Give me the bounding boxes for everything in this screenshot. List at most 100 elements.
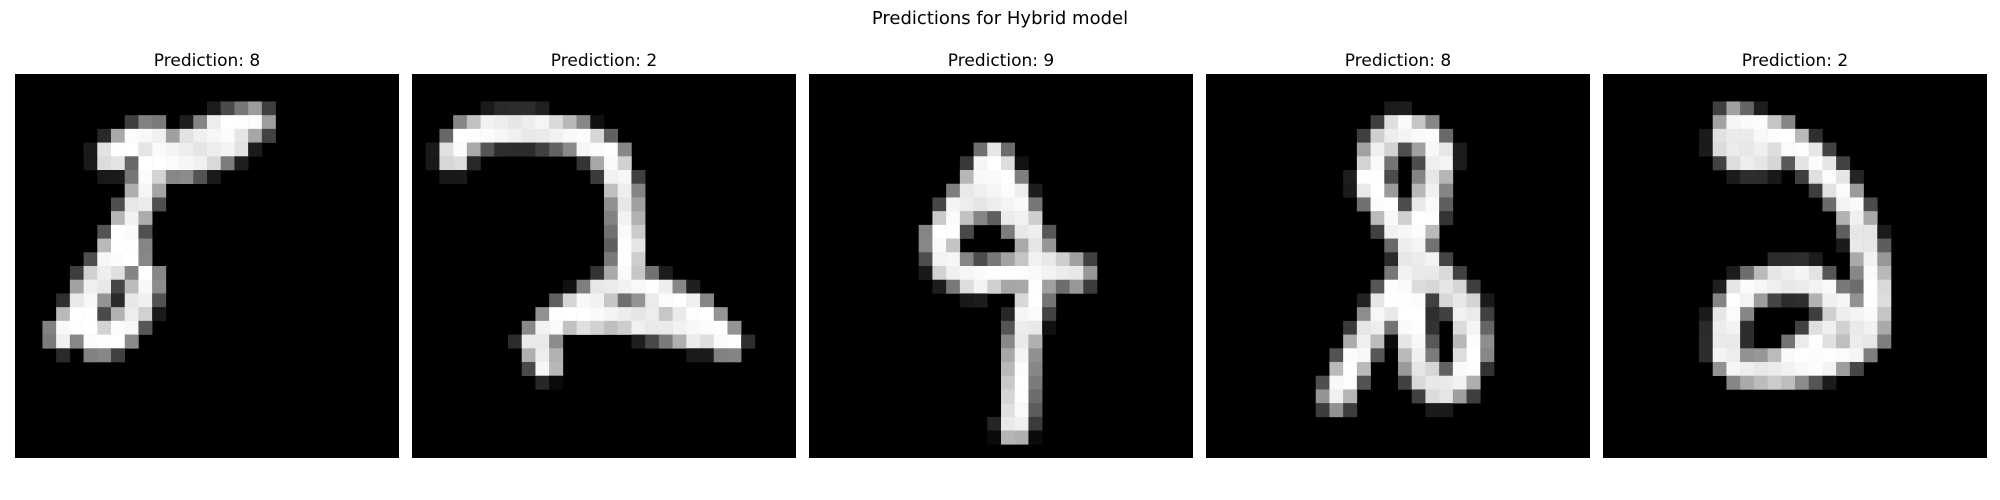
heatmap-cell (152, 279, 167, 294)
heatmap-cell (1014, 307, 1029, 322)
heatmap-cell (138, 224, 153, 239)
heatmap-cell (1398, 320, 1413, 335)
heatmap-cell (83, 279, 98, 294)
heatmap-cell (138, 142, 153, 157)
heatmap-cell (1808, 142, 1823, 157)
heatmap-cell (604, 183, 619, 198)
heatmap-cell (1411, 334, 1426, 349)
heatmap-cell (1001, 170, 1016, 185)
heatmap-cell (111, 334, 126, 349)
heatmap-cell (1849, 362, 1864, 377)
heatmap-cell (672, 320, 687, 335)
heatmap-cell (1795, 279, 1810, 294)
heatmap-cell (1411, 183, 1426, 198)
heatmap-cell (1808, 348, 1823, 363)
heatmap-cell (1042, 266, 1057, 281)
heatmap-cell (480, 128, 495, 143)
heatmap-cell (248, 101, 263, 116)
heatmap-cell (1808, 252, 1823, 267)
heatmap-cell (1329, 375, 1344, 390)
heatmap-cell (1042, 224, 1057, 239)
heatmap-cell (1781, 375, 1796, 390)
heatmap-cell (1001, 348, 1016, 363)
heatmap-cell (207, 128, 222, 143)
heatmap-cell (658, 293, 673, 308)
heatmap-cell (1001, 320, 1016, 335)
heatmap-cell (1781, 279, 1796, 294)
heatmap-cell (56, 334, 71, 349)
heatmap-cell (1849, 183, 1864, 198)
heatmap-cell (1028, 293, 1043, 308)
heatmap-cell (138, 293, 153, 308)
heatmap-cell (425, 142, 440, 157)
heatmap-cell (1452, 362, 1467, 377)
panel-3: Prediction: 9 (809, 50, 1193, 458)
heatmap-cell (494, 142, 509, 157)
heatmap-cell (672, 279, 687, 294)
heatmap-cell (631, 252, 646, 267)
panel-3-digit-image (809, 74, 1193, 458)
heatmap-cell (1001, 266, 1016, 281)
heatmap-cell (1808, 279, 1823, 294)
heatmap-cell (535, 101, 550, 116)
heatmap-cell (165, 128, 180, 143)
heatmap-cell (1356, 362, 1371, 377)
heatmap-cell (1398, 211, 1413, 226)
heatmap-cell (1055, 266, 1070, 281)
heatmap-cell (1795, 375, 1810, 390)
heatmap-cell (453, 115, 468, 130)
heatmap-cell (1740, 266, 1755, 281)
heatmap-cell (1712, 128, 1727, 143)
heatmap-cell (1425, 170, 1440, 185)
heatmap-cell (1329, 362, 1344, 377)
heatmap-cell (1425, 128, 1440, 143)
heatmap-cell (1014, 183, 1029, 198)
heatmap-cell (1343, 170, 1358, 185)
heatmap-cell (193, 128, 208, 143)
heatmap-cell (234, 101, 249, 116)
heatmap-cell (97, 279, 112, 294)
heatmap-cell (1370, 115, 1385, 130)
heatmap-cell (1001, 334, 1016, 349)
heatmap-cell (1767, 362, 1782, 377)
heatmap-cell (97, 170, 112, 185)
heatmap-cell (1712, 142, 1727, 157)
heatmap-cell (549, 142, 564, 157)
heatmap-cell (1726, 307, 1741, 322)
heatmap-cell (207, 101, 222, 116)
heatmap-cell (111, 211, 126, 226)
heatmap-cell (124, 197, 139, 212)
heatmap-cell (1808, 183, 1823, 198)
heatmap-cell (111, 238, 126, 253)
panel-4-digit-image (1206, 74, 1590, 458)
heatmap-cell (1726, 156, 1741, 171)
heatmap-cell (604, 224, 619, 239)
heatmap-cell (617, 238, 632, 253)
heatmap-cell (1726, 375, 1741, 390)
heatmap-cell (138, 197, 153, 212)
heatmap-cell (604, 293, 619, 308)
heatmap-cell (1370, 334, 1385, 349)
heatmap-cell (672, 307, 687, 322)
heatmap-cell (1370, 156, 1385, 171)
heatmap-cell (1740, 362, 1755, 377)
heatmap-cell (1452, 293, 1467, 308)
heatmap-cell (111, 279, 126, 294)
heatmap-cell (932, 211, 947, 226)
heatmap-cell (1411, 128, 1426, 143)
heatmap-cell (1466, 375, 1481, 390)
heatmap-cell (1001, 183, 1016, 198)
panel-4: Prediction: 8 (1206, 50, 1590, 458)
heatmap-cell (1740, 156, 1755, 171)
heatmap-cell (1014, 362, 1029, 377)
heatmap-cell (1014, 430, 1029, 445)
heatmap-cell (1836, 279, 1851, 294)
heatmap-cell (1712, 307, 1727, 322)
heatmap-cell (1808, 334, 1823, 349)
heatmap-cell (521, 334, 536, 349)
heatmap-cell (1863, 252, 1878, 267)
heatmap-cell (1712, 334, 1727, 349)
heatmap-cell (1425, 266, 1440, 281)
heatmap-cell (1001, 156, 1016, 171)
heatmap-cell (1726, 334, 1741, 349)
